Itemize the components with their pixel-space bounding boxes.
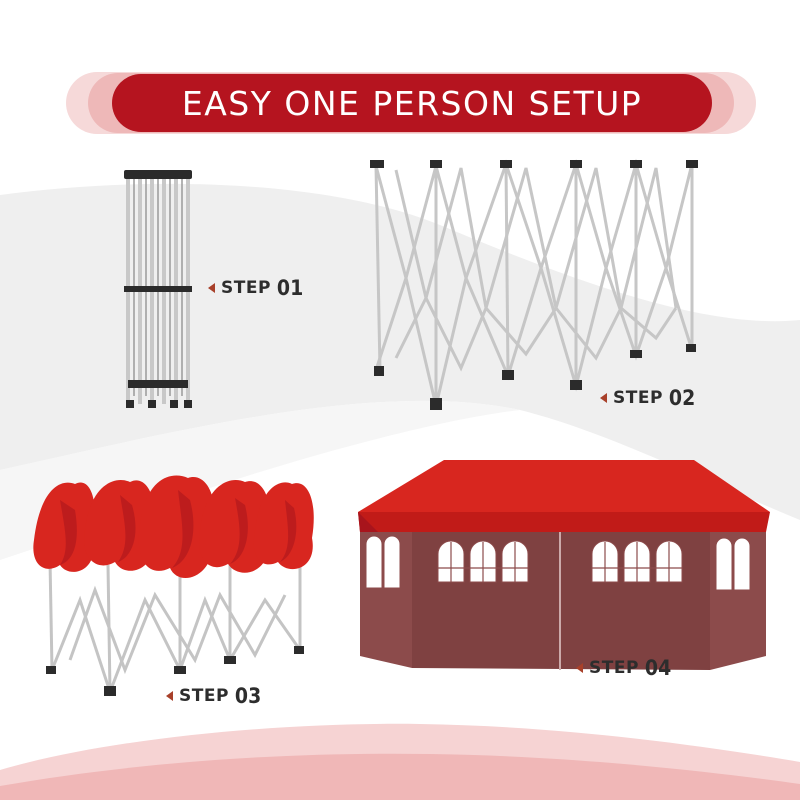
arrow-left-icon	[208, 283, 215, 293]
step-03-label: STEP 03	[166, 684, 261, 708]
folded-frame-illustration	[124, 170, 192, 408]
arrow-left-icon	[166, 691, 173, 701]
arrow-left-icon	[600, 393, 607, 403]
step-01-label: STEP 01	[208, 276, 303, 300]
step-02-label: STEP 02	[600, 386, 695, 410]
canopy-on-frame-illustration	[33, 475, 314, 697]
arrow-left-icon	[576, 663, 583, 673]
expanded-frame-illustration	[370, 158, 698, 410]
complete-tent-illustration	[358, 460, 770, 670]
banner-title: EASY ONE PERSON SETUP	[181, 83, 643, 123]
step-04-label: STEP 04	[576, 656, 671, 680]
title-banner: EASY ONE PERSON SETUP	[112, 74, 712, 132]
